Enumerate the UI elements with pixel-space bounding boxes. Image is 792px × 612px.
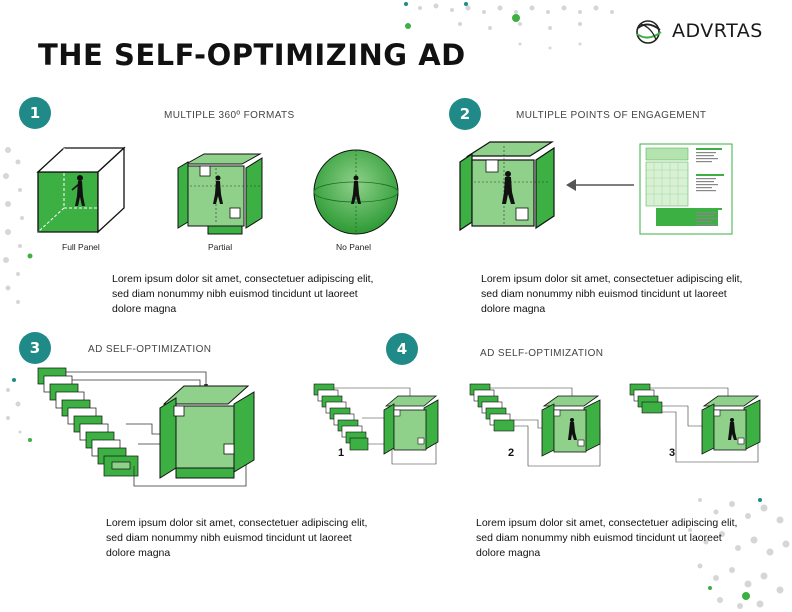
stage-label-2: 2 <box>508 447 515 459</box>
section-1-title: MULTIPLE 360º FORMATS <box>164 110 295 121</box>
step-badge-3: 3 <box>19 332 51 364</box>
no-panel-sphere <box>313 149 399 235</box>
optimization-stage-1 <box>313 383 439 465</box>
stage-label-3: 3 <box>669 447 676 459</box>
step-badge-1: 1 <box>19 97 51 129</box>
person-silhouette-icon <box>71 175 85 206</box>
brand-name: ADVRTAS <box>672 20 763 42</box>
stage-label-1: 1 <box>338 447 345 459</box>
engagement-cube <box>459 141 555 232</box>
brand-logo: ADVRTAS <box>634 18 784 46</box>
ad-layer-spec <box>639 143 733 235</box>
section-1-body: Lorem ipsum dolor sit amet, consectetuer… <box>112 273 374 315</box>
step-badge-2: 2 <box>449 98 481 130</box>
label-partial: Partial <box>208 242 233 252</box>
section-4-body: Lorem ipsum dolor sit amet, consectetuer… <box>476 517 738 559</box>
section-2-body: Lorem ipsum dolor sit amet, consectetuer… <box>481 273 743 315</box>
arrow-left-icon <box>566 179 634 191</box>
label-full-panel: Full Panel <box>62 242 100 252</box>
optimization-stage-2 <box>469 383 601 467</box>
globe-swirl-icon <box>636 20 662 44</box>
page-title: THE SELF-OPTIMIZING AD <box>38 38 466 72</box>
partial-cube <box>177 153 263 235</box>
step-badge-4: 4 <box>386 333 418 365</box>
section-3-body: Lorem ipsum dolor sit amet, consectetuer… <box>106 517 368 559</box>
full-panel-cube <box>36 146 126 234</box>
optimization-stage-3 <box>629 383 761 463</box>
section-4-title: AD SELF-OPTIMIZATION <box>480 348 604 359</box>
self-optimization-flow <box>37 367 255 487</box>
label-no-panel: No Panel <box>336 242 371 252</box>
section-3-title: AD SELF-OPTIMIZATION <box>88 344 212 355</box>
section-2-title: MULTIPLE POINTS OF ENGAGEMENT <box>516 110 707 121</box>
